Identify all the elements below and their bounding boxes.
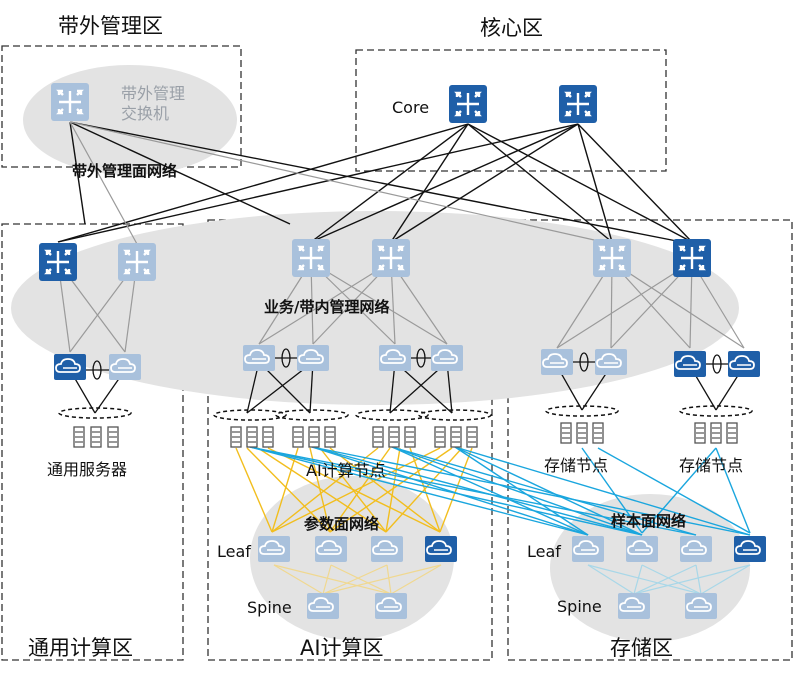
leaf-switch-icon [571,535,605,563]
leaf-switch-icon [540,348,574,376]
zone-box-general [1,223,184,661]
grey-links [57,121,745,353]
server-rack-icon [560,422,604,444]
zone-title-oob: 带外管理区 [58,14,163,38]
router-icon [671,237,713,279]
leaf-switch-icon [594,348,628,376]
sample-net-label: 样本面网络 [611,512,687,530]
general-servers-label: 通用服务器 [47,460,128,479]
server-rack-icon [694,422,738,444]
router-icon [370,237,412,279]
leaf-switch-icon [679,535,713,563]
zone-box-storage [507,219,793,661]
leaf-switch-icon [625,535,659,563]
router-icon [37,241,79,283]
server-rack-icon [372,426,416,448]
server-rack-icon [73,426,119,448]
router-icon [116,241,158,283]
leaf-switch-icon [727,350,761,378]
leaf-switch-icon [673,350,707,378]
zone-box-ai [207,219,493,661]
leaf-switch-icon [733,535,767,563]
ai-nodes-label: AI计算节点 [306,461,386,480]
router-icon [557,83,599,125]
leaf-switch-icon [257,535,291,563]
server-rack-icon [230,426,274,448]
core-links [57,121,693,245]
router-icon [591,237,633,279]
biz-net-label: 业务/带内管理网络 [264,298,390,316]
leaf-switch-icon [378,344,412,372]
leaf-switch-icon [374,592,408,620]
leaf-label-ai: Leaf [217,542,251,561]
leaf-switch-icon [53,353,87,381]
leaf-switch-icon [684,592,718,620]
leaf-switch-icon [296,344,330,372]
zone-box-core [355,49,667,172]
sample-links [249,446,751,536]
leaf-switch-icon [617,592,651,620]
zone-title-core: 核心区 [480,16,543,40]
leaf-switch-icon [306,592,340,620]
param-links [235,447,473,533]
server-rack-icon [292,426,336,448]
storage-node-label: 存储节点 [679,456,744,475]
zone-title-ai: AI计算区 [300,636,384,660]
zone-title-general: 通用计算区 [28,636,133,660]
router-icon [290,237,332,279]
leaf-switch-icon [430,344,464,372]
param-net-label: 参数面网络 [304,515,380,533]
storage-node-label: 存储节点 [544,456,609,475]
oob-switch-label: 带外管理 交换机 [121,84,186,123]
leaf-switch-icon [242,344,276,372]
leaf-switch-icon [424,535,458,563]
leaf-label-storage: Leaf [527,542,561,561]
router-icon [49,81,91,123]
zone-title-storage: 存储区 [610,636,673,660]
core-label: Core [392,98,430,117]
leaf-switch-icon [314,535,348,563]
leaf-switch-icon [108,353,142,381]
server-rack-icon [434,426,478,448]
spine-label-storage: Spine [557,597,602,616]
spine-label-ai: Spine [247,598,292,617]
router-icon [447,83,489,125]
leaf-switch-icon [370,535,404,563]
oob-net-label: 带外管理面网络 [72,162,178,180]
